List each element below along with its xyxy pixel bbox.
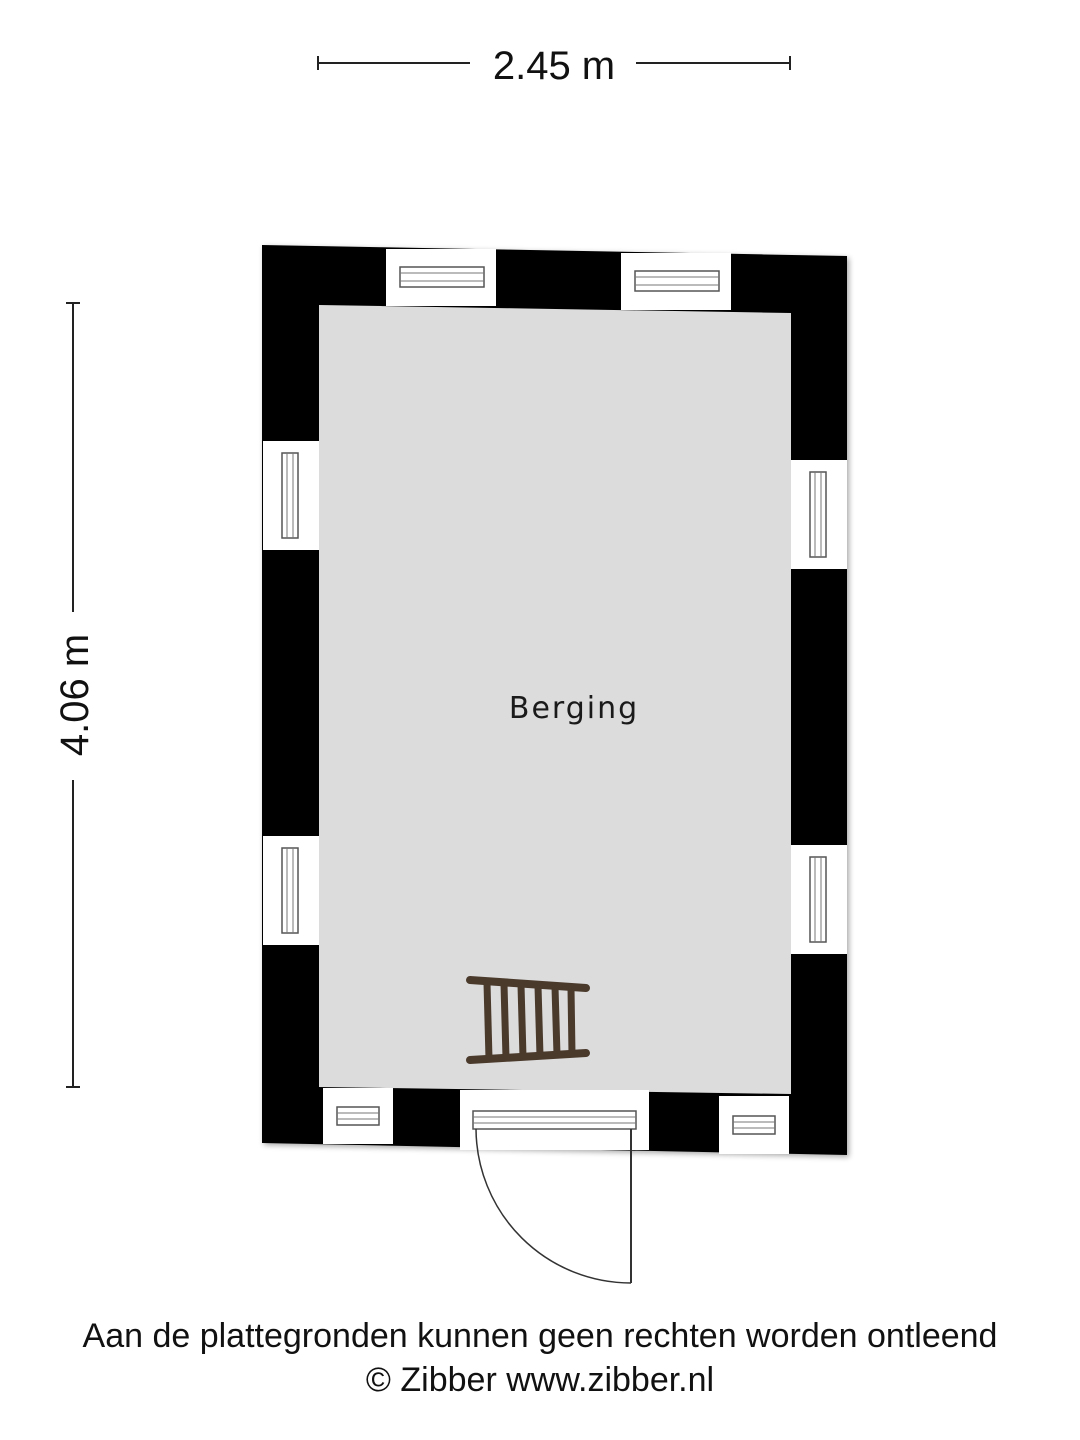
ladder-icon bbox=[466, 976, 590, 1064]
depth-label: 4.06 m bbox=[53, 634, 97, 756]
depth-dimension: 4.06 m bbox=[53, 302, 97, 1088]
window-right-upper bbox=[791, 460, 847, 569]
copyright-text: © Zibber www.zibber.nl bbox=[365, 1361, 715, 1399]
width-label: 2.45 m bbox=[493, 44, 615, 88]
building bbox=[262, 245, 847, 1155]
disclaimer-text: Aan de plattegronden kunnen geen rechten… bbox=[82, 1317, 998, 1355]
window-bottom-left bbox=[323, 1088, 393, 1144]
window-right-lower bbox=[791, 845, 847, 954]
door bbox=[460, 1090, 649, 1284]
room-label: Berging bbox=[509, 691, 639, 726]
window-left-lower bbox=[263, 836, 319, 945]
window-bottom-right bbox=[719, 1096, 789, 1154]
width-dimension: 2.45 m bbox=[317, 44, 791, 88]
room-floor bbox=[319, 305, 791, 1094]
window-top-left bbox=[386, 249, 496, 306]
window-left-upper bbox=[263, 441, 319, 550]
window-top-right bbox=[621, 253, 731, 310]
